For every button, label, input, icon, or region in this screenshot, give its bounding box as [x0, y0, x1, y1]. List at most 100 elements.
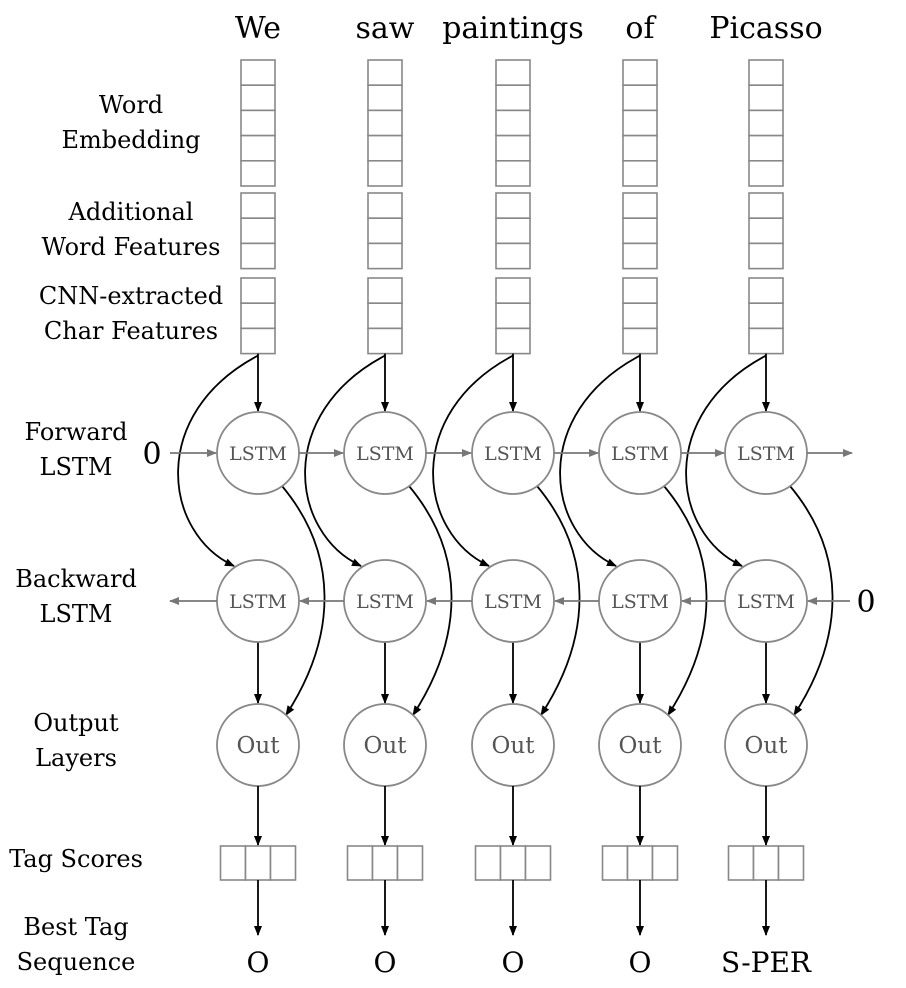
word-embedding-cell	[748, 109, 784, 137]
arrow-features-to-backward	[559, 354, 641, 567]
word-embedding-cell	[748, 84, 784, 112]
word-embedding-cell	[748, 160, 784, 187]
arrow-features-to-backward	[304, 354, 386, 567]
additional-feature-cell	[622, 242, 658, 270]
label-forward-lstm-2: LSTM	[40, 453, 113, 481]
char-feature-cell	[240, 327, 276, 355]
word-embedding-cell	[495, 59, 531, 87]
word-embedding-cell	[367, 160, 403, 187]
arrow-forward-to-output	[789, 485, 834, 716]
additional-feature-cell	[240, 242, 276, 270]
tag-score-cell	[601, 845, 629, 881]
word-embedding-cell	[367, 59, 403, 87]
tag-score-vector	[727, 845, 805, 881]
tag-score-cell	[727, 845, 755, 881]
char-feature-cell	[622, 327, 658, 355]
word-embedding-cell	[367, 109, 403, 137]
additional-feature-cell	[748, 217, 784, 245]
forward-initial-state: 0	[142, 437, 161, 472]
word-embedding-cell	[748, 59, 784, 87]
word-embedding-cell	[240, 84, 276, 112]
additional-feature-cell	[622, 192, 658, 220]
best-tag: O	[374, 946, 397, 979]
char-feature-cell	[367, 277, 403, 305]
additional-feature-cell	[240, 192, 276, 220]
word-embedding-cell	[240, 109, 276, 137]
char-feature-cell	[748, 302, 784, 330]
additional-feature-cell	[495, 217, 531, 245]
arrow-forward-to-output	[408, 485, 453, 716]
backward-lstm-label: LSTM	[229, 591, 287, 613]
backward-lstm-label: LSTM	[737, 591, 795, 613]
tag-score-vector	[346, 845, 424, 881]
char-feature-cell	[495, 302, 531, 330]
input-word: paintings	[442, 11, 584, 46]
output-layer-label: Out	[237, 733, 281, 759]
backward-initial-state: 0	[856, 585, 875, 620]
word-embedding-cell	[495, 134, 531, 162]
best-tag: O	[247, 946, 270, 979]
label-char-features-2: Char Features	[44, 317, 218, 345]
char-feature-cell	[367, 302, 403, 330]
additional-feature-cell	[495, 242, 531, 270]
token-columns: WeLSTMLSTMOutOsawLSTMLSTMOutOpaintingsLS…	[169, 11, 853, 979]
char-feature-cell	[240, 277, 276, 305]
feature-vector-stack	[367, 59, 403, 355]
additional-feature-cell	[748, 192, 784, 220]
additional-feature-cell	[367, 242, 403, 270]
output-layer-label: Out	[745, 733, 789, 759]
tag-score-cell	[752, 845, 780, 881]
tag-score-cell	[244, 845, 272, 881]
word-embedding-cell	[495, 109, 531, 137]
label-forward-lstm-1: Forward	[25, 418, 128, 446]
backward-lstm-label: LSTM	[611, 591, 669, 613]
tag-score-vector	[601, 845, 679, 881]
char-feature-cell	[495, 327, 531, 355]
char-feature-cell	[240, 302, 276, 330]
tag-score-cell	[626, 845, 654, 881]
arrow-features-to-backward	[177, 354, 259, 567]
word-embedding-cell	[622, 160, 658, 187]
tag-score-vector	[219, 845, 297, 881]
additional-feature-cell	[748, 242, 784, 270]
char-feature-cell	[748, 327, 784, 355]
tag-score-vector	[474, 845, 552, 881]
feature-vector-stack	[622, 59, 658, 355]
row-labels: Word Embedding Additional Word Features …	[9, 91, 223, 976]
label-backward-lstm-1: Backward	[15, 565, 137, 593]
arrow-features-to-backward	[685, 354, 767, 567]
word-embedding-cell	[622, 84, 658, 112]
word-embedding-cell	[240, 160, 276, 187]
feature-vector-stack	[240, 59, 276, 355]
label-output-layers-1: Output	[33, 709, 119, 737]
best-tag: S-PER	[721, 946, 812, 979]
input-word: We	[235, 11, 281, 46]
tag-score-cell	[396, 845, 424, 881]
word-embedding-cell	[622, 59, 658, 87]
tag-score-cell	[474, 845, 502, 881]
tag-score-cell	[269, 845, 297, 881]
forward-lstm-label: LSTM	[737, 443, 795, 465]
label-word-embedding-2: Embedding	[61, 126, 200, 154]
tag-score-cell	[219, 845, 247, 881]
word-embedding-cell	[748, 134, 784, 162]
input-word: Picasso	[709, 11, 822, 46]
best-tag: O	[502, 946, 525, 979]
word-embedding-cell	[240, 59, 276, 87]
forward-lstm-label: LSTM	[356, 443, 414, 465]
arrow-forward-to-output	[663, 485, 708, 716]
char-feature-cell	[748, 277, 784, 305]
forward-lstm-label: LSTM	[484, 443, 542, 465]
arrow-forward-to-output	[536, 485, 581, 716]
best-tag: O	[629, 946, 652, 979]
char-feature-cell	[367, 327, 403, 355]
label-additional-features-2: Word Features	[42, 233, 221, 261]
forward-lstm-label: LSTM	[229, 443, 287, 465]
tag-score-cell	[651, 845, 679, 881]
additional-feature-cell	[367, 217, 403, 245]
